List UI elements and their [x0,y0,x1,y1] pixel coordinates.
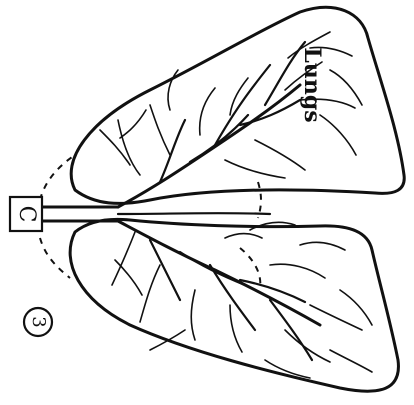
lower-lung-outline [70,219,398,391]
figure-number-label: 3 [28,316,49,327]
dashed-lower-connection [40,238,70,278]
c-box-label: C [14,206,39,223]
upper-lung-outline [71,7,404,203]
bronchus-center [118,213,270,214]
lungs-label: Lungs [299,47,325,122]
lower-lung-branches [112,222,372,378]
